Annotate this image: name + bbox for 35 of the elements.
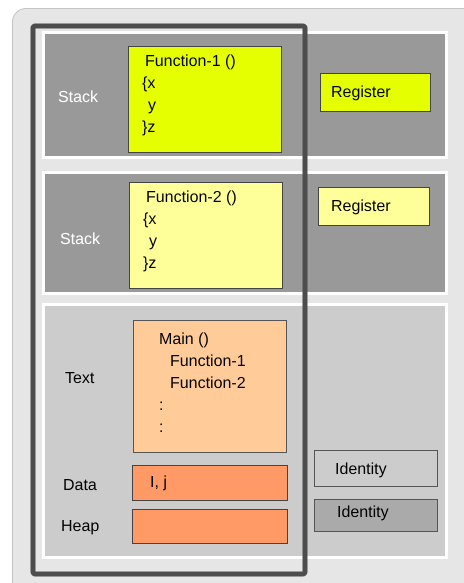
code-box: [320, 73, 431, 112]
code-line: I, j: [150, 473, 167, 493]
code-line: Function-1: [170, 352, 246, 372]
code-line: {x: [142, 74, 156, 94]
code-line: Identity: [337, 503, 389, 523]
code-line: y: [149, 232, 157, 252]
memory-band: [42, 303, 448, 559]
code-line: {x: [143, 210, 156, 230]
segment-label: Heap: [61, 517, 100, 537]
code-line: Register: [331, 83, 391, 103]
segment-box: [132, 465, 288, 501]
identity-box: [314, 450, 438, 487]
code-line: }z: [142, 118, 156, 138]
band-label: Stack: [60, 230, 100, 250]
memory-band: [42, 171, 448, 295]
code-box: [133, 320, 287, 453]
code-line: Function-1 (): [145, 52, 236, 72]
code-line: Register: [331, 197, 391, 217]
code-line: :: [159, 396, 164, 416]
code-line: }z: [143, 254, 156, 274]
band-label: Stack: [58, 88, 98, 108]
code-line: Main (): [159, 330, 209, 350]
identity-box: [314, 499, 438, 532]
segment-label: Text: [65, 369, 94, 389]
memory-band: [42, 31, 448, 159]
segment-box: [132, 509, 288, 544]
segment-label: Data: [63, 476, 97, 496]
code-line: Function-2: [170, 374, 246, 394]
code-box: [128, 46, 282, 153]
code-line: Function-2 (): [146, 188, 237, 208]
code-line: Identity: [335, 460, 387, 480]
code-box: [129, 182, 283, 289]
code-box: [318, 187, 430, 226]
code-line: y: [148, 96, 156, 116]
code-line: :: [159, 418, 164, 438]
